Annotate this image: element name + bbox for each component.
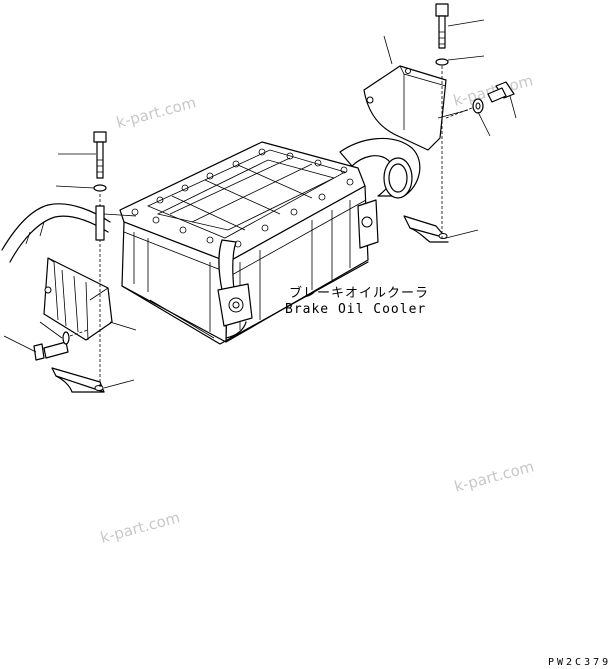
watermark-2: k-part.com: [451, 71, 535, 110]
cooler-label-english: Brake Oil Cooler: [285, 302, 426, 317]
watermark-4: k-part.com: [98, 508, 182, 547]
left-bolt-horizontal: [33, 329, 89, 361]
brake-oil-cooler: [119, 137, 421, 345]
right-mounting-bracket: [363, 65, 449, 243]
right-bolt-horizontal: [445, 81, 515, 119]
right-bolt-vertical: [435, 3, 449, 238]
cooler-label-japanese: ブレーキオイルクーラ: [289, 285, 429, 301]
frame-outline: [1, 203, 111, 263]
leader-lines: [3, 19, 517, 389]
watermark-1: k-part.com: [114, 93, 198, 132]
watermark-3: k-part.com: [452, 457, 536, 496]
left-bolt-vertical: [93, 131, 107, 388]
drawing-code: PW2C379: [548, 657, 611, 668]
left-mounting-bracket: [43, 257, 113, 393]
